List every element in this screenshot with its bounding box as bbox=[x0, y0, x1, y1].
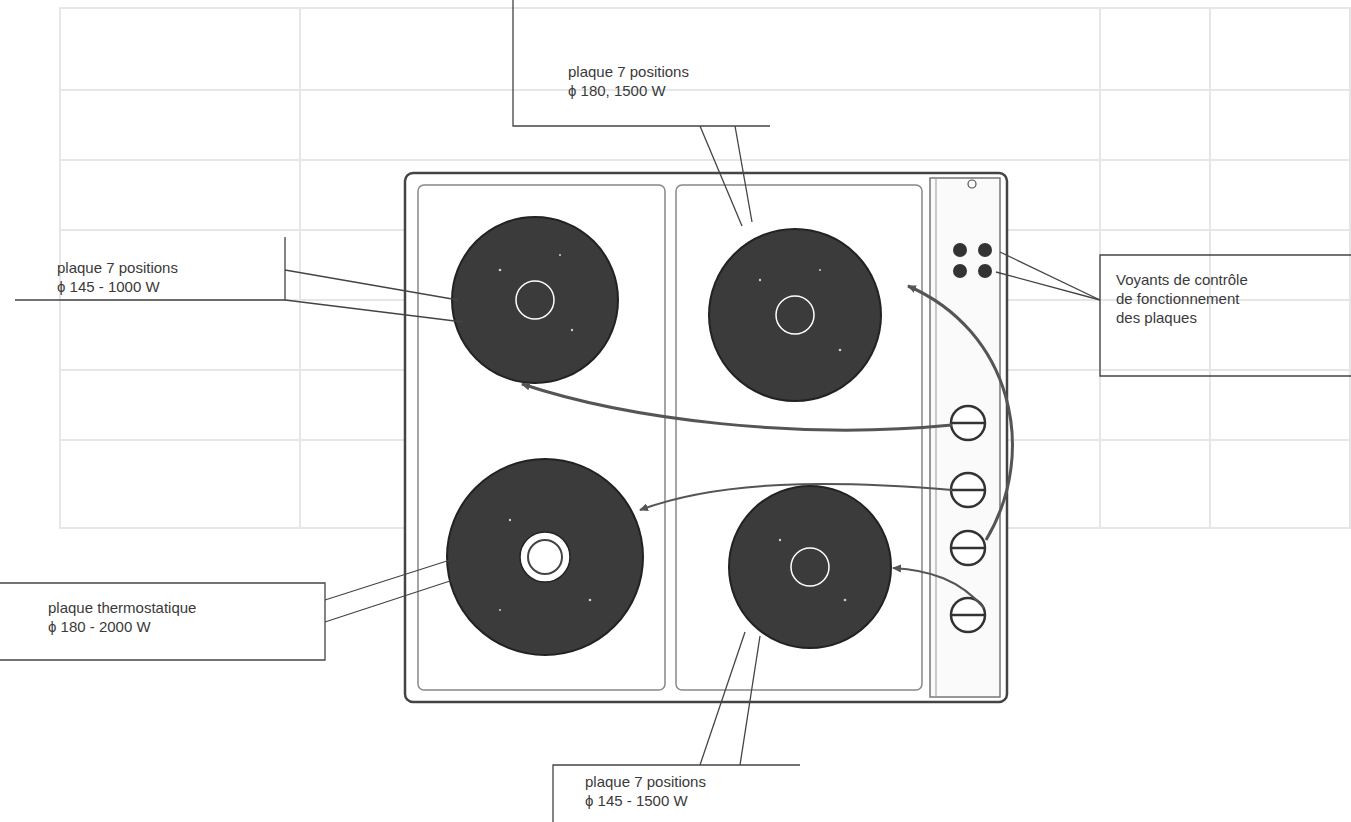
callout-label: plaque thermostatique ϕ 180 - 2000 W bbox=[48, 598, 206, 636]
callout-label: plaque 7 positions ϕ 180, 1500 W bbox=[568, 62, 696, 100]
callout-label: Voyants de contrôle de fonctionnement de… bbox=[1116, 270, 1264, 327]
hob-body bbox=[405, 173, 1007, 702]
knob-arrows bbox=[522, 286, 1012, 608]
cooking-plates bbox=[447, 217, 891, 655]
callout-label: plaque 7 positions ϕ 145 - 1000 W bbox=[57, 258, 185, 296]
indicator-lights bbox=[953, 243, 992, 278]
callout-label: plaque 7 positions ϕ 145 - 1500 W bbox=[585, 772, 713, 810]
control-knobs bbox=[951, 406, 985, 632]
